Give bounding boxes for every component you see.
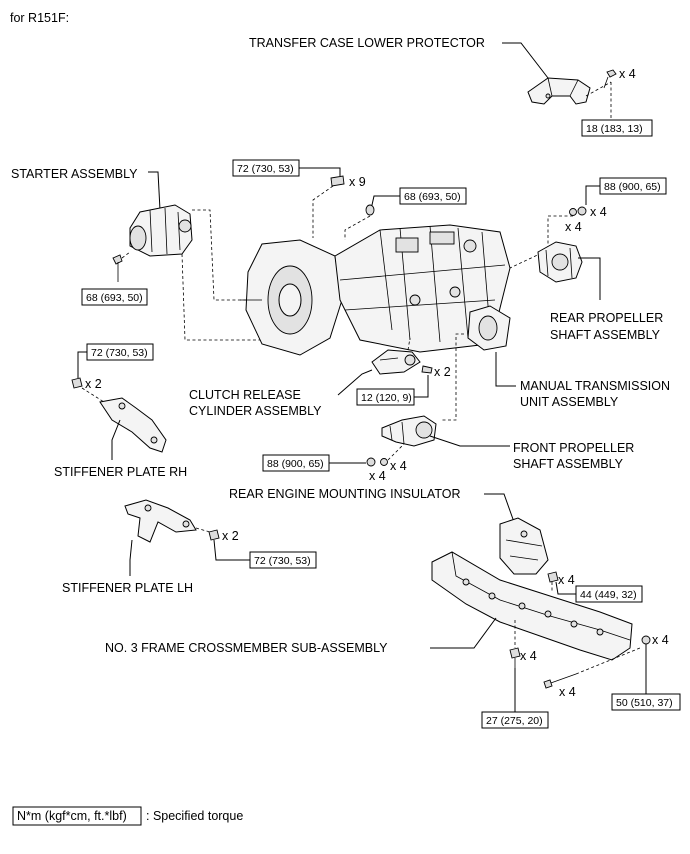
bolt-icon — [603, 69, 617, 89]
transfer-case-lower-protector-part — [527, 77, 591, 105]
qty-crossmember-nut: x 4 — [652, 633, 669, 647]
label-starter-assembly: STARTER ASSEMBLY — [11, 167, 138, 181]
torque-box-transfer-protector — [581, 119, 653, 137]
front-propeller-nut-icon — [366, 457, 388, 467]
rear-propeller-shaft-part — [537, 241, 583, 283]
stiffener-rh-bolt-icon — [71, 377, 83, 389]
label-clutch-release-2: CYLINDER ASSEMBLY — [189, 404, 322, 418]
legend-unit: N*m (kgf*cm, ft.*lbf) — [17, 809, 127, 823]
label-stiffener-plate-rh: STIFFENER PLATE RH — [54, 465, 187, 479]
crossmember-nut-icon — [641, 635, 651, 645]
crossmember-bottom-bolt-icon — [509, 647, 521, 668]
torque-starter: 68 (693, 50) — [86, 292, 143, 304]
stiffener-plate-rh-part — [99, 397, 167, 453]
qty-front-propeller-nut: x 4 — [369, 469, 386, 483]
starter-assembly-part — [129, 204, 193, 257]
qty-stiffener-lh-bolt: x 2 — [222, 529, 239, 543]
crossmember-side-bolt-icon — [543, 673, 577, 689]
label-rear-engine-mounting: REAR ENGINE MOUNTING INSULATOR — [229, 487, 461, 501]
qty-stiffener-rh-bolt: x 2 — [85, 377, 102, 391]
torque-box-crossmember-bottom — [481, 711, 549, 729]
qty-clutch-bolt: x 2 — [434, 365, 451, 379]
frame-crossmember-part — [431, 551, 633, 661]
label-clutch-release-1: CLUTCH RELEASE — [189, 388, 301, 402]
torque-crossmember-nut: 50 (510, 37) — [616, 697, 673, 709]
torque-rear-propeller: 88 (900, 65) — [604, 181, 661, 193]
label-rear-propeller-1: REAR PROPELLER — [550, 311, 663, 325]
qty-mount-nut: x 4 — [558, 573, 575, 587]
qty-crossmember-bottom-bolt: x 4 — [520, 649, 537, 663]
header-caption: for R151F: — [10, 11, 69, 25]
qty-front-propeller-washer: x 4 — [390, 459, 407, 473]
rear-engine-mounting-insulator-part — [499, 517, 549, 575]
stiffener-plate-lh-part — [124, 499, 197, 543]
bellhousing-bolt-icon — [330, 175, 345, 187]
torque-mount: 44 (449, 32) — [580, 589, 637, 601]
legend-description: : Specified torque — [146, 809, 243, 823]
label-front-propeller-1: FRONT PROPELLER — [513, 441, 634, 455]
torque-transfer-protector: 18 (183, 13) — [586, 123, 643, 135]
torque-box-crossmember-nut — [611, 693, 681, 711]
rear-propeller-bolt-icon — [569, 206, 587, 216]
label-stiffener-plate-lh: STIFFENER PLATE LH — [62, 581, 193, 595]
stiffener-lh-bolt-icon — [208, 529, 220, 541]
qty-rear-propeller-nut: x 4 — [590, 205, 607, 219]
label-frame-crossmember: NO. 3 FRAME CROSSMEMBER SUB-ASSEMBLY — [105, 641, 388, 655]
torque-stiffener-rh: 72 (730, 53) — [91, 347, 148, 359]
manual-transmission-unit-part — [240, 224, 511, 356]
label-front-propeller-2: SHAFT ASSEMBLY — [513, 457, 624, 471]
torque-front-propeller: 88 (900, 65) — [267, 458, 324, 470]
starter-bolt-icon — [112, 254, 123, 282]
mount-bolt-icon — [547, 571, 559, 583]
label-manual-transmission-2: UNIT ASSEMBLY — [520, 395, 619, 409]
qty-rear-propeller-washer: x 4 — [565, 220, 582, 234]
qty-transfer-protector-bolt: x 4 — [619, 67, 636, 81]
legend-box — [12, 806, 142, 826]
qty-crossmember-side-bolt: x 4 — [559, 685, 576, 699]
torque-stiffener-lh: 72 (730, 53) — [254, 555, 311, 567]
front-propeller-shaft-part — [381, 415, 437, 447]
clutch-release-cylinder-part — [371, 349, 421, 375]
qty-bellhousing-bolt: x 9 — [349, 175, 366, 189]
torque-transmission-nut: 68 (693, 50) — [404, 191, 461, 203]
clutch-bolt-icon — [421, 365, 433, 374]
torque-clutch: 12 (120, 9) — [361, 392, 412, 404]
torque-crossmember-bottom: 27 (275, 20) — [486, 715, 543, 727]
label-transfer-case-lower-protector: TRANSFER CASE LOWER PROTECTOR — [249, 36, 485, 50]
label-rear-propeller-2: SHAFT ASSEMBLY — [550, 328, 661, 342]
nut-icon — [365, 204, 375, 216]
torque-bellhousing: 72 (730, 53) — [237, 163, 294, 175]
torque-box-starter — [81, 288, 148, 306]
label-manual-transmission-1: MANUAL TRANSMISSION — [520, 379, 670, 393]
